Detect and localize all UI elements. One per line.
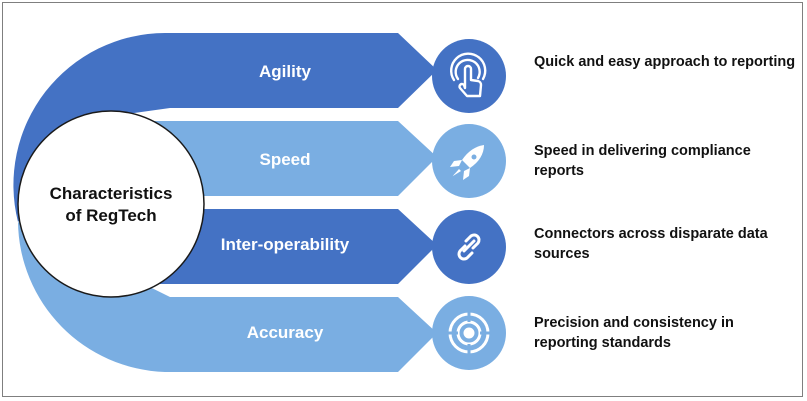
label-inter-operability: Inter-operability — [220, 235, 350, 254]
band-accuracy — [18, 222, 437, 372]
center-circle — [17, 110, 205, 298]
target-icon — [443, 307, 495, 359]
label-accuracy: Accuracy — [246, 323, 324, 342]
rocket-icon — [450, 145, 484, 180]
band-agility — [13, 33, 437, 222]
center-title-line2: of RegTech — [65, 206, 157, 225]
link-icon — [457, 233, 481, 261]
center-title: Characteristics of RegTech — [22, 183, 200, 227]
center-title-line1: Characteristics — [49, 184, 173, 203]
description-agility: Quick and easy approach to reporting — [534, 54, 796, 70]
label-agility: Agility — [259, 62, 311, 81]
description-speed: Speed in delivering compliance reports — [534, 143, 751, 179]
description-inter-operability: Connectors across disparate data sources — [534, 226, 768, 262]
description-accuracy: Precision and consistency in reporting s… — [534, 315, 734, 351]
touch-hand-icon — [450, 52, 487, 98]
label-speed: Speed — [259, 150, 311, 169]
icon-circle-agility — [432, 39, 506, 113]
